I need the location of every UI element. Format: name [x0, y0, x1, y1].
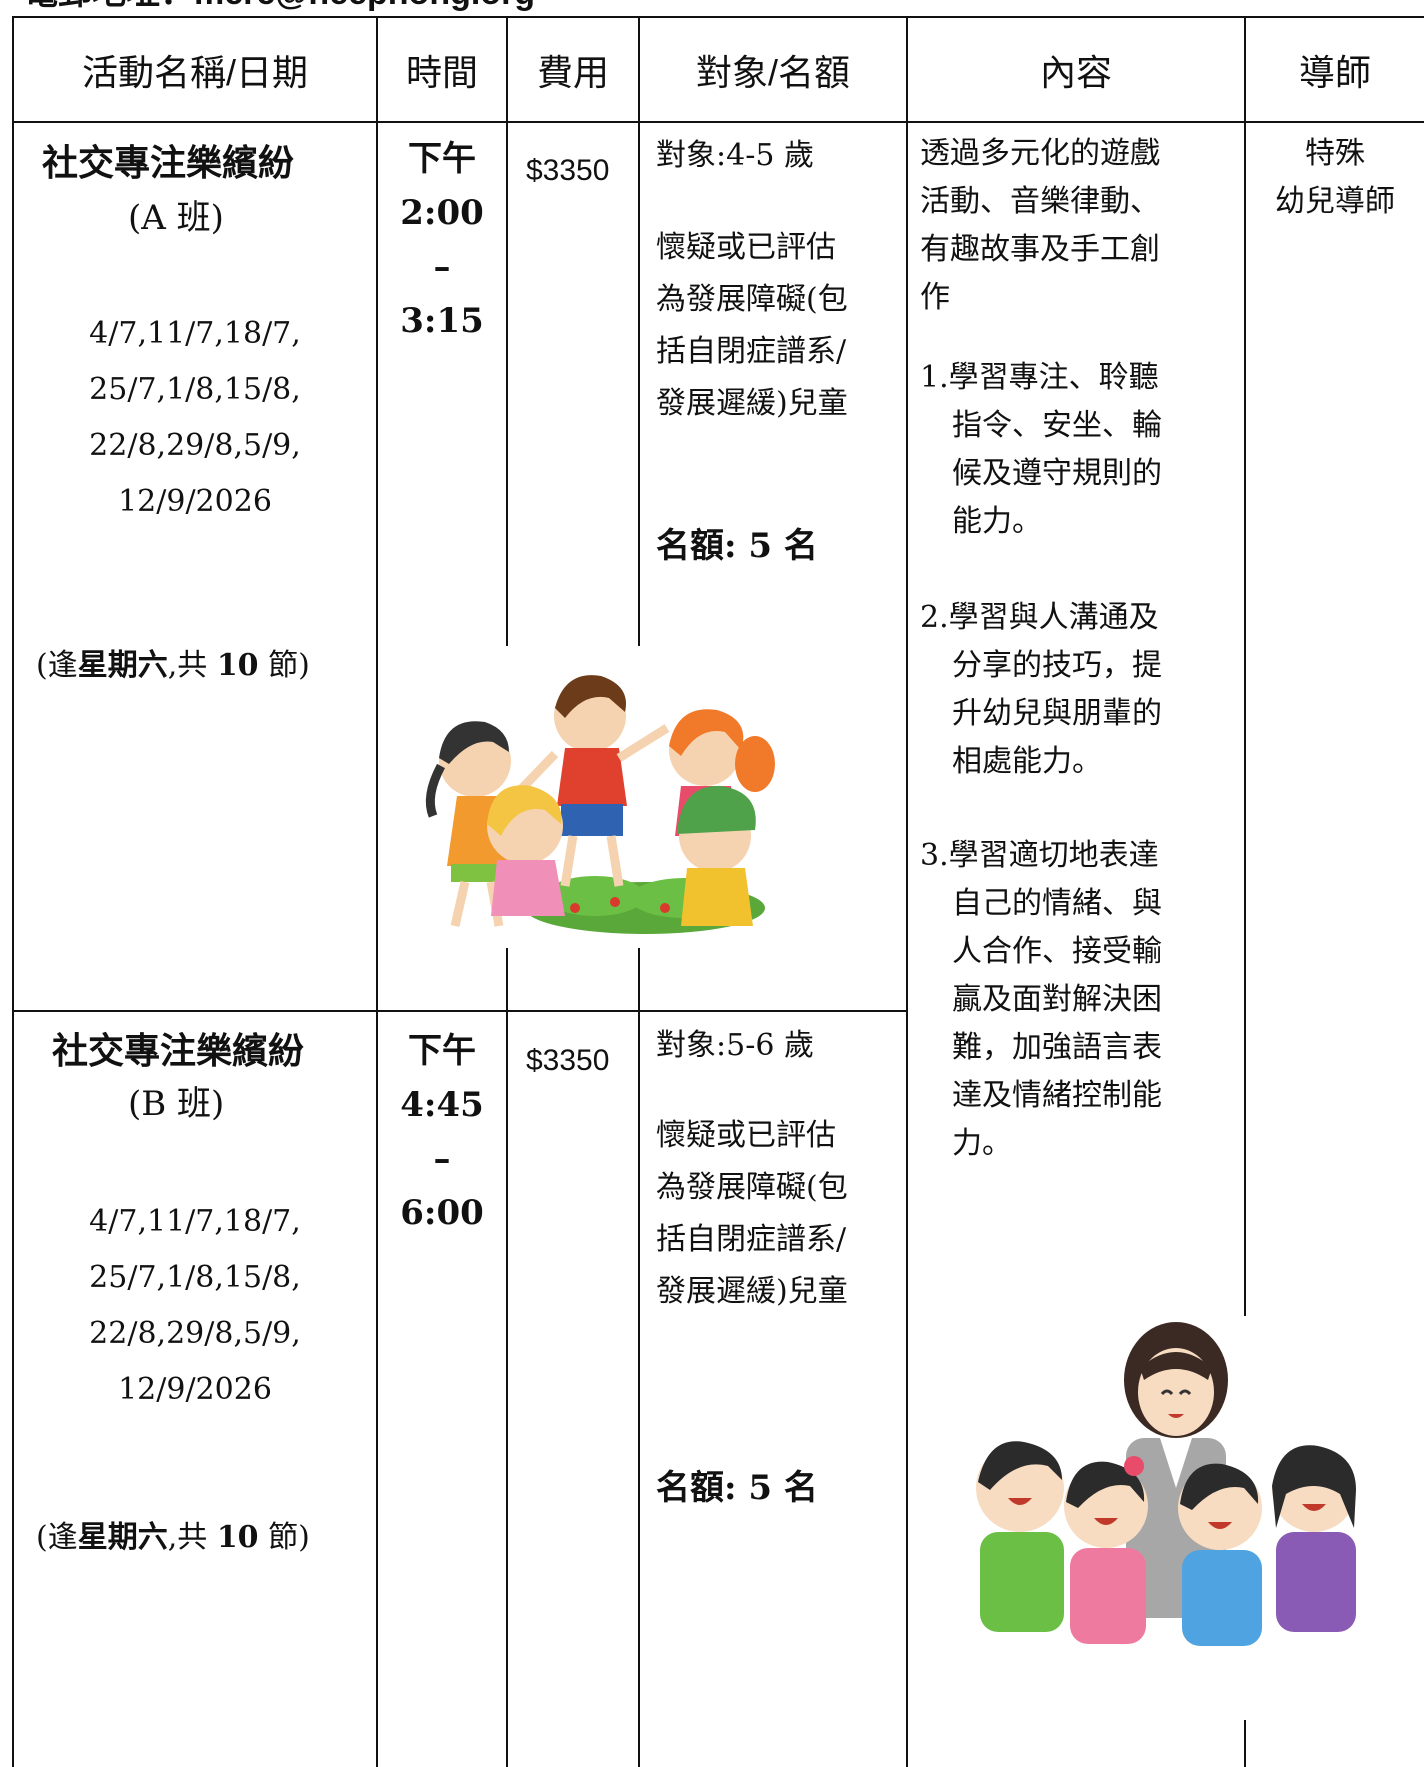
content-line: 活動、音樂律動、: [920, 184, 1160, 219]
table-border-left: [12, 16, 14, 1767]
class-a-name: 社交專注樂繽紛: [42, 142, 295, 184]
class-b-time: 下午 4:45 – 6:00: [378, 1024, 506, 1240]
class-b-fee: $3350: [526, 1044, 610, 1077]
tutor-cell: 特殊 幼兒導師: [1246, 130, 1424, 226]
class-a-fee: $3350: [526, 154, 610, 187]
content-line: 作: [920, 280, 950, 315]
content-line: 2.學習與人溝通及: [920, 600, 1159, 635]
class-a-dates: 4/7,11/7,18/7, 25/7,1/8,15/8, 22/8,29/8,…: [14, 306, 376, 530]
content-line: 透過多元化的遊戲: [920, 136, 1160, 171]
eligibility-line: 括自閉症譜系/: [656, 334, 847, 369]
time-line: 下午: [408, 139, 476, 179]
freq-num: 10: [216, 648, 259, 683]
col-line-5-upper: [1244, 16, 1246, 1316]
content-line: 贏及面對解決困: [952, 982, 1162, 1017]
time-line: –: [433, 247, 451, 287]
header-divider: [12, 121, 1424, 123]
class-a-date-line: 4/7,11/7,18/7,: [89, 316, 301, 351]
freq-suffix: 節): [268, 648, 310, 683]
class-b-label: (B 班): [128, 1084, 225, 1124]
time-line: 3:15: [400, 301, 484, 341]
time-line: 6:00: [400, 1193, 484, 1233]
content-line: 候及遵守規則的: [952, 456, 1162, 491]
eligibility-line: 為發展障礙(包: [656, 282, 848, 317]
class-a-date-line: 22/8,29/8,5/9,: [89, 428, 301, 463]
freq-prefix: (逢: [36, 1520, 78, 1555]
content-point-3: 3.學習適切地表達 自己的情緒、與 人合作、接受輸 贏及面對解決困 難，加強語言…: [920, 832, 1162, 1168]
class-a-time: 下午 2:00 – 3:15: [378, 132, 506, 348]
class-b-frequency: (逢星期六,共 10 節): [36, 1512, 310, 1556]
class-a-quota: 名額: 5 名: [656, 526, 818, 566]
header-audience-quota: 對象/名額: [695, 52, 850, 93]
col-line-1: [376, 16, 378, 1767]
col-line-2-upper: [506, 16, 508, 646]
teacher-with-children-illustration: [958, 1318, 1390, 1664]
time-line: –: [433, 1139, 451, 1179]
header-tutor: 導師: [1298, 52, 1371, 93]
header-name-date: 活動名稱/日期: [81, 52, 308, 93]
col-line-5-lower: [1244, 1720, 1246, 1767]
col-line-3-lower: [638, 948, 640, 1767]
class-a-label: (A 班): [128, 198, 224, 238]
class-b-date-line: 25/7,1/8,15/8,: [89, 1260, 301, 1295]
time-line: 下午: [408, 1031, 476, 1071]
freq-num: 10: [216, 1520, 259, 1555]
freq-suffix: 節): [268, 1520, 310, 1555]
eligibility-line: 懷疑或已評估: [656, 1118, 836, 1153]
class-b-date-line: 22/8,29/8,5/9,: [89, 1316, 301, 1351]
class-a-date-line: 25/7,1/8,15/8,: [89, 372, 301, 407]
content-point-1: 1.學習專注、聆聽 指令、安坐、輪 候及遵守規則的 能力。: [920, 354, 1162, 546]
table-border-top: [12, 16, 1424, 18]
eligibility-line: 括自閉症譜系/: [656, 1222, 847, 1257]
class-b-dates: 4/7,11/7,18/7, 25/7,1/8,15/8, 22/8,29/8,…: [14, 1194, 376, 1418]
class-a-audience: 對象:4-5 歲: [656, 138, 814, 173]
content-line: 達及情緒控制能: [952, 1078, 1162, 1113]
class-b-name: 社交專注樂繽紛: [52, 1030, 305, 1072]
class-b-date-line: 4/7,11/7,18/7,: [89, 1204, 301, 1239]
content-line: 1.學習專注、聆聽: [920, 360, 1159, 395]
eligibility-line: 發展遲緩)兒童: [656, 386, 848, 421]
class-a-frequency: (逢星期六,共 10 節): [36, 640, 310, 684]
content-point-2: 2.學習與人溝通及 分享的技巧，提 升幼兒與朋輩的 相處能力。: [920, 594, 1162, 786]
class-b-eligibility: 懷疑或已評估 為發展障礙(包 括自閉症譜系/ 發展遲緩)兒童: [656, 1110, 848, 1318]
freq-mid: ,共: [167, 648, 208, 683]
header-content: 內容: [1039, 52, 1112, 93]
eligibility-line: 發展遲緩)兒童: [656, 1274, 848, 1309]
content-line: 力。: [952, 1126, 1012, 1161]
header-fee: 費用: [536, 52, 609, 93]
content-intro: 透過多元化的遊戲 活動、音樂律動、 有趣故事及手工創 作: [920, 130, 1160, 322]
row-divider-left: [12, 1010, 908, 1012]
class-b-quota: 名額: 5 名: [656, 1468, 818, 1508]
col-line-2-lower: [506, 948, 508, 1767]
class-b-audience: 對象:5-6 歲: [656, 1028, 814, 1063]
content-line: 3.學習適切地表達: [920, 838, 1159, 873]
eligibility-line: 懷疑或已評估: [656, 230, 836, 265]
freq-day: 星期六: [77, 1520, 168, 1555]
content-line: 人合作、接受輸: [952, 934, 1162, 969]
time-line: 2:00: [400, 193, 484, 233]
tutor-line: 特殊: [1305, 136, 1365, 171]
content-line: 自己的情緒、與: [952, 886, 1162, 921]
class-b-date-line: 12/9/2026: [118, 1372, 272, 1407]
freq-mid: ,共: [167, 1520, 208, 1555]
content-line: 相處能力。: [952, 744, 1102, 779]
email-line: 電郵地址：mcrc@heephong.org: [24, 0, 535, 10]
eligibility-line: 為發展障礙(包: [656, 1170, 848, 1205]
content-line: 升幼兒與朋輩的: [952, 696, 1162, 731]
time-line: 4:45: [400, 1085, 484, 1125]
class-a-date-line: 12/9/2026: [118, 484, 272, 519]
freq-day: 星期六: [77, 648, 168, 683]
content-line: 分享的技巧，提: [952, 648, 1162, 683]
freq-prefix: (逢: [36, 648, 78, 683]
tutor-line: 幼兒導師: [1275, 184, 1395, 219]
class-a-eligibility: 懷疑或已評估 為發展障礙(包 括自閉症譜系/ 發展遲緩)兒童: [656, 222, 848, 430]
children-playing-illustration: [405, 646, 885, 948]
col-line-3-upper: [638, 16, 640, 646]
content-line: 能力。: [952, 504, 1042, 539]
content-line: 難，加強語言表: [952, 1030, 1162, 1065]
content-line: 指令、安坐、輪: [952, 408, 1162, 443]
header-time: 時間: [405, 52, 478, 93]
col-line-4: [906, 16, 908, 1767]
content-line: 有趣故事及手工創: [920, 232, 1160, 267]
